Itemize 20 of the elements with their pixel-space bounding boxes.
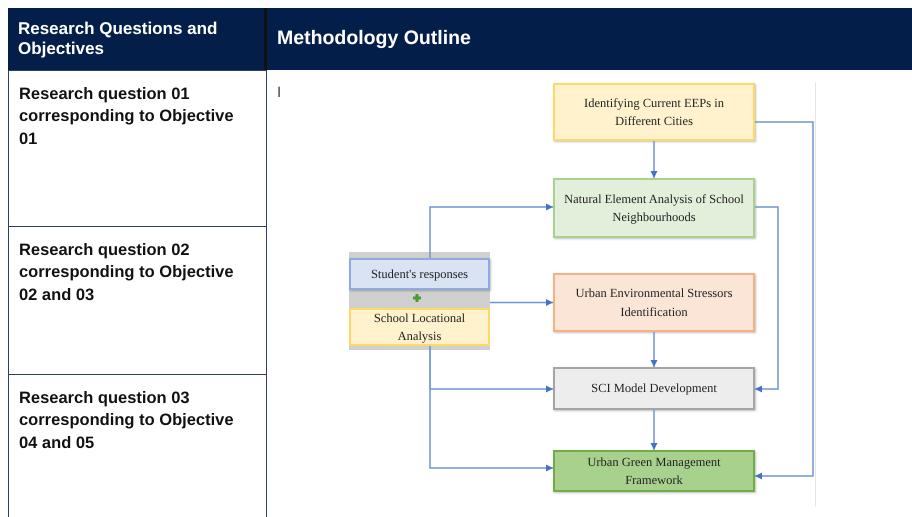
- group-box: [349, 252, 490, 350]
- arrow: [650, 410, 658, 450]
- arrow: [429, 204, 553, 258]
- text-cursor: I: [277, 84, 282, 101]
- process-box: Urban Environmental Stressors Identification: [553, 273, 755, 332]
- arrow: [650, 332, 658, 367]
- arrow: [650, 141, 658, 178]
- table-header-cell: Research Questions and Objectives: [8, 8, 267, 70]
- process-box: Student's responses: [349, 258, 490, 290]
- arrow: [429, 346, 553, 472]
- arrow: [490, 299, 553, 306]
- process-box: School Locational Analysis: [349, 308, 490, 346]
- table-cell: Research question 01 corresponding to Objective 01: [8, 70, 267, 227]
- process-box: Urban Green Management Framework: [553, 450, 755, 492]
- table-header-cell: Methodology Outline: [267, 8, 912, 70]
- arrow: [755, 206, 779, 392]
- process-box: Identifying Current EEPs in Different Cities: [553, 83, 755, 141]
- arrow: [755, 121, 814, 480]
- process-box: SCI Model Development: [553, 367, 755, 410]
- process-box: Natural Element Analysis of School Neighbourhoods: [553, 178, 755, 238]
